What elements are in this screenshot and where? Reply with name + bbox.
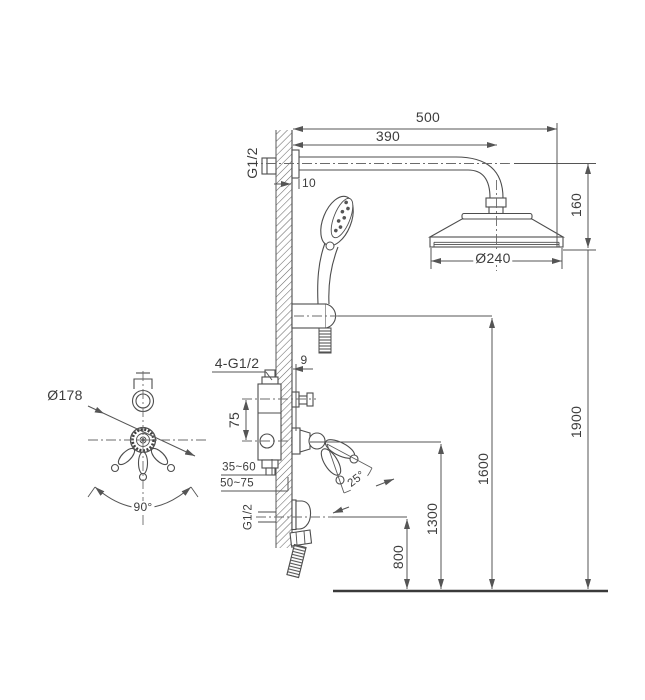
dim-label-1600: 1600 <box>475 452 491 486</box>
dimension-lines <box>212 123 608 593</box>
dim-label-9: 9 <box>300 353 308 367</box>
dim-label-depth-1: 35~60 <box>222 461 256 474</box>
valve-escutcheon <box>291 427 301 455</box>
arm-wall-flange <box>291 149 300 179</box>
arm-inlet-stub <box>261 157 277 175</box>
dim-label-75: 75 <box>226 411 242 429</box>
diameter-leader-178 <box>87 405 196 457</box>
hand-shower <box>291 195 354 354</box>
label-valve-connections: 4-G1/2 <box>214 355 260 371</box>
dim-label-head-diameter: Ø240 <box>473 250 513 266</box>
hose-nut <box>289 529 313 547</box>
label-swivel-angle: 90° <box>131 500 155 514</box>
dim-label-1900: 1900 <box>568 405 584 439</box>
dim-label-800: 800 <box>390 544 406 570</box>
hose-connector-stub <box>286 543 307 579</box>
front-levers <box>110 447 176 482</box>
label-inlet-thread-g12: G1/2 <box>244 147 260 179</box>
dim-label-160: 160 <box>568 192 584 218</box>
hose-wall-outlet <box>258 499 313 579</box>
dim-label-390: 390 <box>375 128 401 144</box>
dim-label-1300: 1300 <box>424 502 440 536</box>
dim-label-depth-2: 50~75 <box>220 477 254 490</box>
dim-label-10: 10 <box>302 176 316 190</box>
dim-label-500: 500 <box>415 109 441 125</box>
handle-hub <box>308 432 326 450</box>
shower-arm <box>261 149 507 215</box>
label-outlet-thread-g12: G1/2 <box>242 503 255 531</box>
valve-front-view <box>87 372 199 509</box>
hand-shower-handle <box>317 242 326 305</box>
shower-hose-stub <box>318 327 332 354</box>
spray-face-nozzles <box>334 200 350 233</box>
dim-label-plate-diameter: Ø178 <box>47 387 83 403</box>
motion-arrows <box>332 478 395 514</box>
wall-section <box>275 130 293 548</box>
mixer-valve-side-view <box>257 369 395 514</box>
centerlines <box>88 163 512 528</box>
